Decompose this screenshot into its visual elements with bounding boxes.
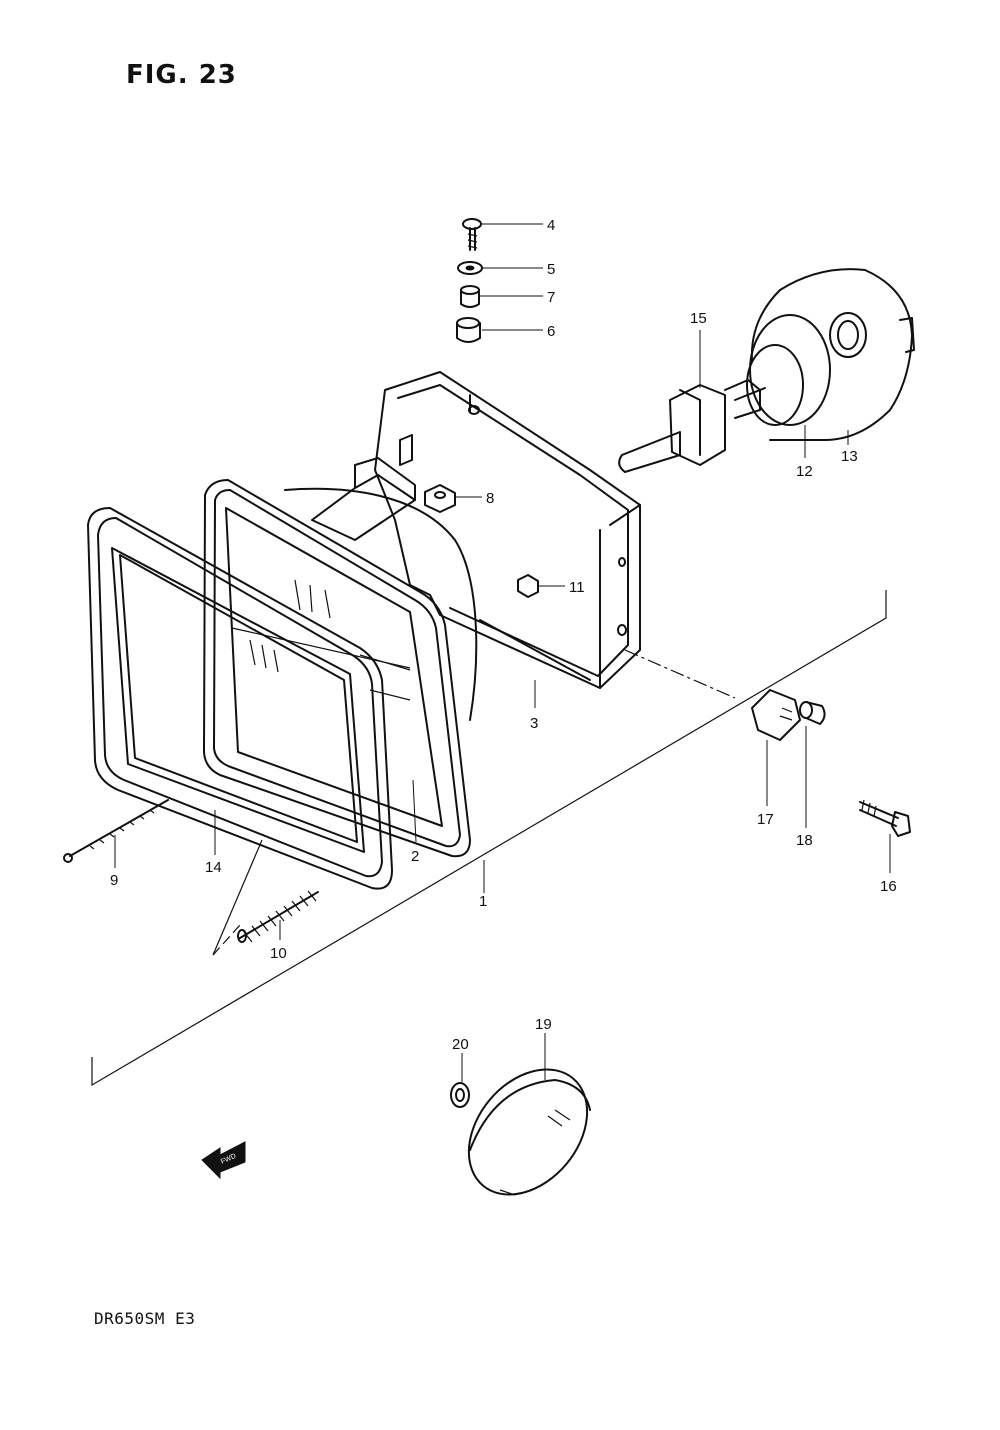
callout-20: 20 bbox=[452, 1036, 469, 1053]
position-lamp-socket bbox=[751, 689, 801, 741]
mounting-bracket bbox=[311, 457, 416, 541]
washer bbox=[457, 261, 483, 275]
collar bbox=[460, 285, 480, 308]
callout-labels: 4 5 7 6 8 11 15 12 13 3 2 1 14 9 10 17 1… bbox=[110, 217, 897, 1053]
headlight-bulb bbox=[618, 379, 766, 473]
model-code: DR650SM E3 bbox=[94, 1309, 196, 1328]
adjusting-screw-long bbox=[63, 799, 169, 863]
reference-lines bbox=[212, 649, 736, 956]
nut bbox=[424, 484, 456, 513]
reflector-bowl bbox=[284, 487, 478, 721]
callout-15: 15 bbox=[690, 310, 707, 327]
callout-1: 1 bbox=[479, 893, 487, 910]
cap bbox=[467, 1068, 591, 1196]
callout-13: 13 bbox=[841, 448, 858, 465]
callout-9: 9 bbox=[110, 872, 118, 889]
callout-17: 17 bbox=[757, 811, 774, 828]
leader-lines bbox=[114, 223, 891, 1082]
callout-7: 7 bbox=[547, 289, 555, 306]
washer-small bbox=[450, 1082, 470, 1108]
callout-16: 16 bbox=[880, 878, 897, 895]
headlight-rim bbox=[87, 507, 393, 890]
callout-2: 2 bbox=[411, 848, 419, 865]
forward-arrow-icon: FWD bbox=[201, 1141, 246, 1180]
callout-3: 3 bbox=[530, 715, 538, 732]
callout-6: 6 bbox=[547, 323, 555, 340]
figure-title: FIG. 23 bbox=[126, 60, 237, 90]
callout-8: 8 bbox=[486, 490, 494, 507]
position-lamp-bulb bbox=[799, 701, 826, 725]
bolt-long bbox=[859, 799, 911, 837]
nut-small bbox=[517, 574, 539, 598]
callout-4: 4 bbox=[547, 217, 555, 234]
callout-11: 11 bbox=[569, 579, 585, 596]
bolt bbox=[462, 218, 482, 251]
headlight-housing bbox=[374, 371, 641, 689]
callout-14: 14 bbox=[205, 859, 222, 876]
callout-12: 12 bbox=[796, 463, 813, 480]
assembly-bracket-lines bbox=[91, 590, 887, 1087]
callout-5: 5 bbox=[547, 261, 555, 278]
grommet bbox=[456, 317, 481, 343]
callout-10: 10 bbox=[270, 945, 287, 962]
callout-18: 18 bbox=[796, 832, 813, 849]
callout-19: 19 bbox=[535, 1016, 552, 1033]
adjusting-spring bbox=[237, 890, 319, 943]
socket-and-cover bbox=[746, 268, 915, 441]
